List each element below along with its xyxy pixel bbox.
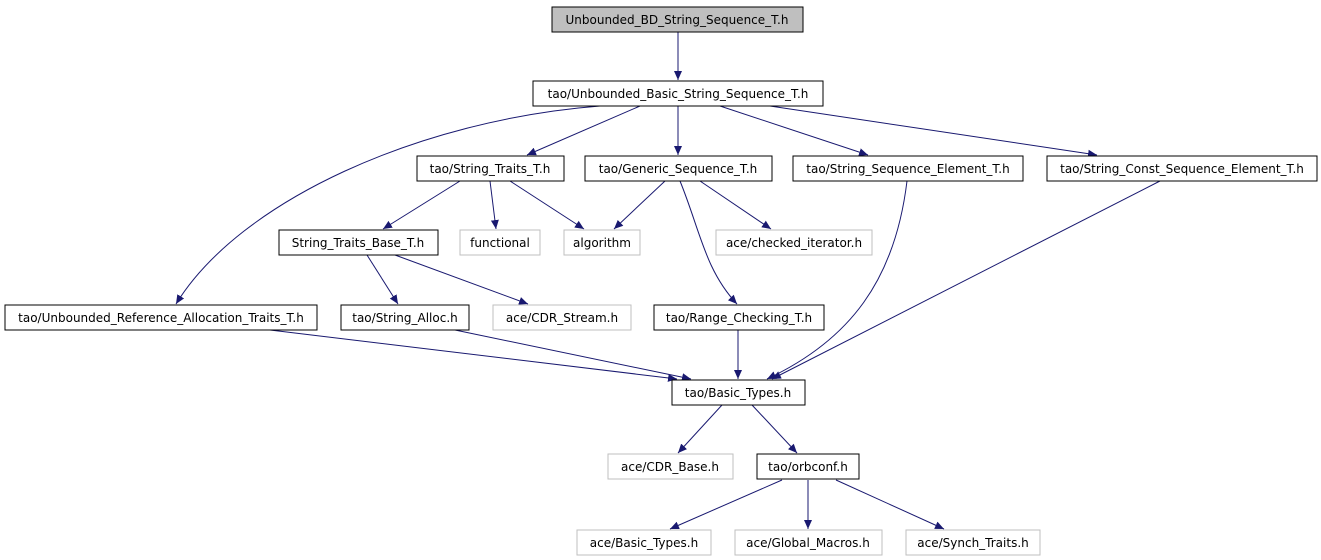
- node-cdr-base-label: ace/CDR_Base.h: [621, 460, 719, 474]
- nodes: Unbounded_BD_String_Sequence_T.h tao/Unb…: [4, 6, 1318, 556]
- node-basic-types-label: tao/Basic_Types.h: [685, 386, 791, 400]
- node-string-alloc[interactable]: tao/String_Alloc.h: [340, 304, 470, 331]
- edge-unbounded-basic-to-string-traits: [526, 105, 641, 156]
- node-unbounded-ref-alloc[interactable]: tao/Unbounded_Reference_Allocation_Trait…: [4, 304, 318, 331]
- edge-unbounded-basic-to-unbounded-ref-alloc: [175, 105, 601, 305]
- node-unbounded-basic-label: tao/Unbounded_Basic_String_Sequence_T.h: [548, 87, 809, 101]
- node-cdr-stream[interactable]: ace/CDR_Stream.h: [492, 304, 632, 331]
- edges: [175, 32, 1161, 530]
- node-string-const-sequence-element-label: tao/String_Const_Sequence_Element_T.h: [1060, 162, 1304, 176]
- node-cdr-stream-label: ace/CDR_Stream.h: [506, 311, 618, 325]
- edge-unbounded-basic-to-string-const-sequence-element: [769, 105, 1098, 158]
- node-string-traits-base[interactable]: String_Traits_Base_T.h: [278, 229, 439, 256]
- edge-unbounded-basic-to-string-sequence-element: [719, 105, 869, 156]
- node-string-alloc-label: tao/String_Alloc.h: [352, 311, 458, 325]
- node-global-macros-label: ace/Global_Macros.h: [746, 536, 870, 550]
- node-string-traits-label: tao/String_Traits_T.h: [430, 162, 551, 176]
- node-algorithm[interactable]: algorithm: [563, 229, 641, 256]
- node-synch-traits[interactable]: ace/Synch_Traits.h: [905, 529, 1041, 556]
- node-checked-iterator-label: ace/checked_iterator.h: [726, 236, 862, 250]
- node-checked-iterator[interactable]: ace/checked_iterator.h: [715, 229, 873, 256]
- node-functional-label: functional: [470, 236, 530, 250]
- node-cdr-base[interactable]: ace/CDR_Base.h: [607, 453, 734, 480]
- node-root[interactable]: Unbounded_BD_String_Sequence_T.h: [551, 6, 804, 33]
- node-orbconf-label: tao/orbconf.h: [768, 460, 848, 474]
- node-root-label: Unbounded_BD_String_Sequence_T.h: [566, 13, 789, 27]
- edge-string-alloc-to-basic-types: [454, 329, 692, 382]
- edge-generic-sequence-to-checked-iterator: [699, 180, 772, 230]
- edge-string-traits-to-functional: [489, 180, 499, 230]
- node-ace-basic-types-label: ace/Basic_Types.h: [590, 536, 698, 550]
- edge-generic-sequence-to-range-checking: [679, 180, 738, 305]
- node-string-sequence-element-label: tao/String_Sequence_Element_T.h: [806, 162, 1009, 176]
- node-range-checking-label: tao/Range_Checking_T.h: [666, 311, 812, 325]
- node-range-checking[interactable]: tao/Range_Checking_T.h: [653, 304, 825, 331]
- edge-orbconf-to-ace-basic-types: [669, 479, 783, 530]
- edge-string-traits-to-algorithm: [509, 180, 585, 230]
- node-orbconf[interactable]: tao/orbconf.h: [756, 453, 860, 480]
- node-generic-sequence-label: tao/Generic_Sequence_T.h: [599, 162, 758, 176]
- node-global-macros[interactable]: ace/Global_Macros.h: [734, 529, 883, 556]
- node-unbounded-basic[interactable]: tao/Unbounded_Basic_String_Sequence_T.h: [532, 80, 824, 107]
- edge-string-traits-to-string-traits-base: [382, 180, 461, 230]
- edge-string-traits-base-to-string-alloc: [366, 254, 399, 305]
- edge-string-sequence-element-to-basic-types: [766, 180, 908, 380]
- node-unbounded-ref-alloc-label: tao/Unbounded_Reference_Allocation_Trait…: [18, 311, 304, 325]
- edge-basic-types-to-orbconf: [751, 404, 798, 454]
- edge-string-const-sequence-element-to-basic-types: [771, 180, 1161, 380]
- edge-unbounded-ref-alloc-to-basic-types: [269, 329, 678, 382]
- edge-basic-types-to-cdr-base: [677, 404, 723, 454]
- node-algorithm-label: algorithm: [573, 236, 631, 250]
- node-string-sequence-element[interactable]: tao/String_Sequence_Element_T.h: [792, 155, 1024, 182]
- node-generic-sequence[interactable]: tao/Generic_Sequence_T.h: [584, 155, 773, 182]
- node-string-traits[interactable]: tao/String_Traits_T.h: [416, 155, 565, 182]
- node-synch-traits-label: ace/Synch_Traits.h: [917, 536, 1028, 550]
- edge-generic-sequence-to-algorithm: [613, 180, 666, 230]
- node-string-traits-base-label: String_Traits_Base_T.h: [292, 236, 425, 250]
- node-basic-types[interactable]: tao/Basic_Types.h: [671, 379, 806, 406]
- edge-string-traits-base-to-cdr-stream: [394, 254, 529, 305]
- edge-orbconf-to-synch-traits: [835, 479, 945, 530]
- node-functional[interactable]: functional: [459, 229, 541, 256]
- node-ace-basic-types[interactable]: ace/Basic_Types.h: [576, 529, 712, 556]
- node-string-const-sequence-element[interactable]: tao/String_Const_Sequence_Element_T.h: [1046, 155, 1318, 182]
